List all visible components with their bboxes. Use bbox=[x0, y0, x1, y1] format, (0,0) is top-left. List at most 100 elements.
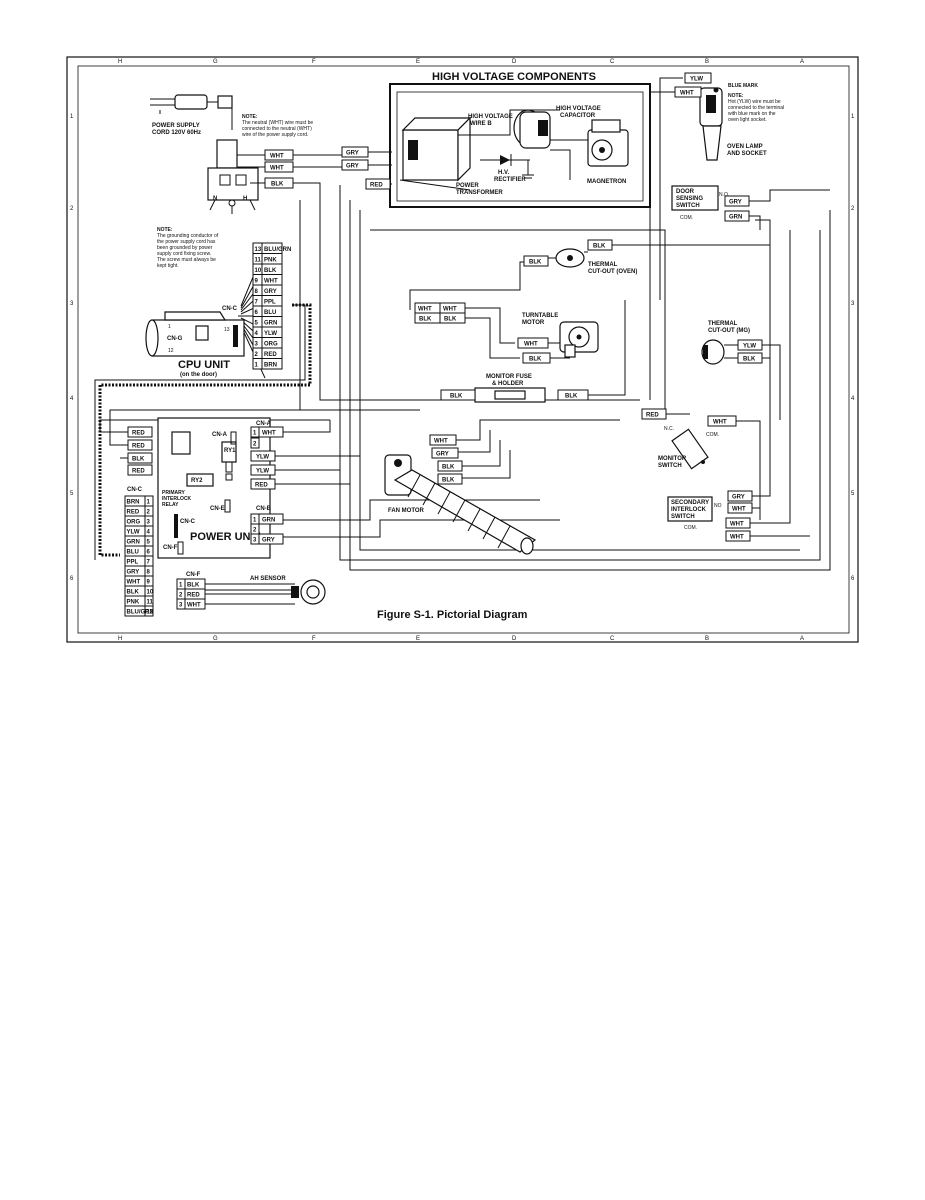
grid-bottom-letter: H bbox=[118, 636, 122, 642]
grid-side-number: 4 bbox=[70, 396, 74, 402]
pin-number: 3 bbox=[253, 538, 257, 544]
note-line: The screw must always be bbox=[157, 257, 216, 263]
wire-tag: RED bbox=[187, 593, 200, 599]
switch-terminal-label: COM. bbox=[684, 525, 697, 531]
pin-wire-color: GRN bbox=[264, 321, 277, 327]
grid-top: H G F E D C B A bbox=[118, 59, 804, 65]
wire-tag: YLW bbox=[690, 77, 703, 83]
ribbon-harness bbox=[98, 303, 312, 557]
note-title: NOTE: bbox=[157, 227, 173, 233]
grid-bottom-letter: D bbox=[512, 636, 517, 642]
wire-tag: GRY bbox=[732, 495, 745, 501]
note-line: the power supply cord has bbox=[157, 239, 216, 245]
pin-wire-color: GRY bbox=[264, 289, 277, 295]
pin-wire-color: RED bbox=[127, 510, 140, 516]
secondary-switch-label: SWITCH bbox=[671, 514, 695, 520]
pin-number: 10 bbox=[147, 590, 154, 596]
switch-terminal-label: NO bbox=[714, 503, 722, 509]
monitor-switch-icon bbox=[671, 428, 709, 470]
pin-number: 9 bbox=[147, 580, 151, 586]
wire-tag: WHT bbox=[434, 439, 448, 445]
door-switch-label: DOOR bbox=[676, 189, 695, 195]
secondary-interlock-switch bbox=[667, 496, 713, 522]
hv-rectifier-label: H.V. bbox=[498, 170, 509, 176]
note-title: NOTE: bbox=[242, 114, 258, 120]
cn-c-inner-label: CN-C bbox=[180, 519, 196, 525]
wire-tag: WHT bbox=[262, 431, 276, 437]
wire-tag: BLK bbox=[565, 394, 578, 400]
note-line: kept tight. bbox=[157, 263, 179, 269]
pin-number: 1 bbox=[253, 431, 257, 437]
grid-side: 1 2 3 4 5 6 1 2 3 4 5 6 bbox=[70, 114, 855, 582]
fuse-label: & HOLDER bbox=[492, 381, 524, 387]
cpu-pin-label: 13 bbox=[224, 327, 230, 333]
grid-bottom-letter: G bbox=[213, 636, 218, 642]
wire-tag: WHT bbox=[418, 307, 432, 313]
wire-tag: YLW bbox=[256, 455, 269, 461]
grid-side-number: 2 bbox=[70, 206, 74, 212]
hv-components-title: HIGH VOLTAGE COMPONENTS bbox=[432, 71, 596, 83]
wire-tag: GRY bbox=[346, 151, 359, 157]
pin-color-box bbox=[124, 605, 146, 617]
hv-rectifier-label: RECTIFIER bbox=[494, 177, 526, 183]
pin-wire-color: PNK bbox=[127, 600, 140, 606]
grid-side-number: 4 bbox=[851, 396, 855, 402]
pin-number: 2 bbox=[255, 352, 259, 358]
pin-number: 1 bbox=[179, 583, 183, 589]
note-line: supply cord fixing screw. bbox=[157, 251, 211, 257]
wire-tag: BLK bbox=[593, 244, 606, 250]
grid-side-number: 2 bbox=[851, 206, 855, 212]
note-line: Hot (YLW) wire must be bbox=[728, 99, 781, 105]
hv-capacitor-label: HIGH VOLTAGE bbox=[556, 106, 601, 112]
note-neutral: NOTE: The neutral (WHT) wire must be con… bbox=[242, 114, 313, 138]
note-line: with blue mark on the bbox=[728, 111, 776, 117]
grid-side-number: 1 bbox=[70, 114, 74, 120]
pin-wire-color: PPL bbox=[264, 300, 276, 306]
inner-frame bbox=[77, 65, 850, 634]
thermal-mg-label: THERMAL bbox=[708, 321, 738, 327]
wire-tag: WHT bbox=[680, 91, 694, 97]
thermal-mg-label: CUT-OUT (MG) bbox=[708, 328, 750, 334]
power-transformer bbox=[399, 116, 472, 191]
note-line: oven light socket. bbox=[728, 117, 767, 123]
note-ground: NOTE: The grounding conductor of the pow… bbox=[157, 227, 219, 269]
wire-tag: WHT bbox=[730, 535, 744, 541]
grid-top-letter: D bbox=[512, 59, 517, 65]
pin-number: 6 bbox=[255, 310, 259, 316]
pin-wire-color: BLU bbox=[127, 550, 139, 556]
grid-bottom-letter: C bbox=[610, 636, 615, 642]
cn-a-inner-label: CN-A bbox=[212, 432, 228, 438]
wire-tag: GRY bbox=[729, 200, 742, 206]
wire-tag: RED bbox=[255, 483, 268, 489]
wire-tag: YLW bbox=[743, 344, 756, 350]
ry2-label: RY2 bbox=[191, 478, 203, 484]
wire-tag: WHT bbox=[713, 420, 727, 426]
pin-wire-color: BLK bbox=[127, 590, 140, 596]
pin-wire-color: GRN bbox=[127, 540, 140, 546]
cn-b-label: CN-B bbox=[256, 506, 272, 512]
power-transformer-label: TRANSFORMER bbox=[456, 190, 503, 196]
wire-tag: GRN bbox=[729, 215, 742, 221]
ry1-label: RY1 bbox=[224, 448, 236, 454]
thermal-cutout-oven bbox=[548, 248, 588, 268]
cpu-unit-title: CPU UNIT bbox=[178, 359, 230, 371]
switch-terminal-label: COM. bbox=[706, 432, 719, 438]
wire-tag: BLK bbox=[442, 465, 455, 471]
pin-wire-color: YLW bbox=[264, 331, 277, 337]
pin-number: 10 bbox=[255, 268, 262, 274]
figure-caption: Figure S-1. Pictorial Diagram bbox=[377, 609, 528, 621]
pu-cn-c-label: CN-C bbox=[127, 487, 143, 493]
grid-side-number: 6 bbox=[851, 576, 855, 582]
pin-wire-color: BLK bbox=[264, 268, 277, 274]
note-line: connected to the neutral (WHT) bbox=[242, 126, 312, 132]
wire-tag: WHT bbox=[732, 507, 746, 513]
power-supply-label: CORD 120V 60Hz bbox=[152, 130, 201, 136]
pin-number: 2 bbox=[147, 510, 151, 516]
wire-tag: BLK bbox=[743, 357, 756, 363]
cn-g-label: CN-G bbox=[167, 336, 183, 342]
grid-bottom-letter: E bbox=[416, 636, 420, 642]
wire-tag: WHT bbox=[270, 166, 284, 172]
cpu-pin-label: 1 bbox=[168, 324, 171, 330]
plug-h-label: H bbox=[243, 196, 247, 202]
